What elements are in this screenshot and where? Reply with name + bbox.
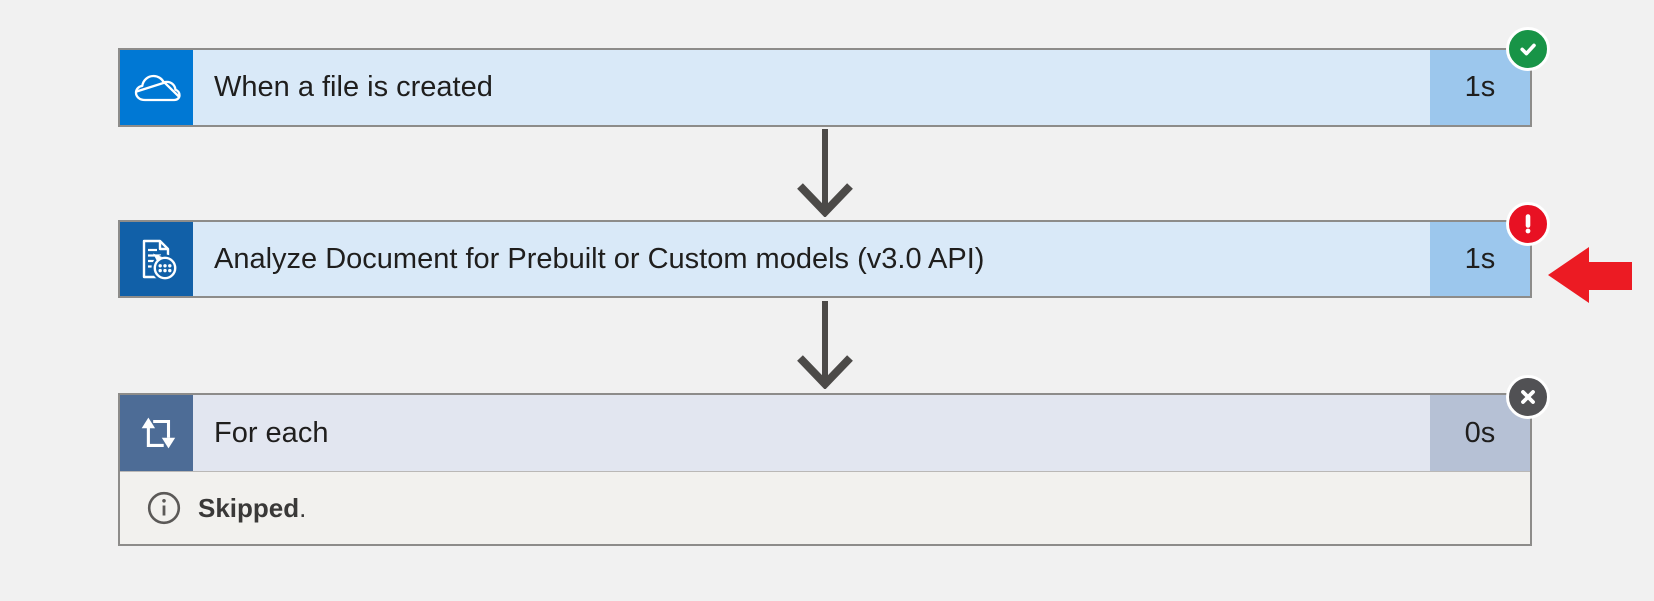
- for-each-header[interactable]: For each 0s: [120, 395, 1530, 471]
- step-title: When a file is created: [214, 71, 493, 103]
- red-annotation-arrow: [1548, 247, 1632, 303]
- form-recognizer-tile: [120, 222, 193, 296]
- step-card-for-each[interactable]: For each 0s Skipped.: [118, 393, 1532, 546]
- x-icon: [1521, 390, 1535, 404]
- success-check-badge: [1506, 27, 1550, 71]
- exclamation-icon: [1525, 214, 1531, 234]
- form-recognizer-document-icon: [142, 239, 178, 282]
- info-icon: [147, 491, 181, 525]
- onedrive-tile: [120, 50, 193, 125]
- for-each-tile: [120, 395, 193, 471]
- check-icon: [1520, 43, 1536, 56]
- step-card-analyze-document[interactable]: Analyze Document for Prebuilt or Custom …: [118, 220, 1532, 298]
- skipped-note: Skipped.: [198, 493, 306, 524]
- step-title: For each: [214, 416, 329, 449]
- skipped-x-badge: [1506, 375, 1550, 419]
- connector-arrow-down: [797, 301, 853, 389]
- step-title: Analyze Document for Prebuilt or Custom …: [214, 242, 985, 275]
- connector-arrow-down: [797, 129, 853, 217]
- for-each-loop-icon: [141, 417, 175, 449]
- onedrive-cloud-icon: [134, 74, 181, 101]
- skipped-label: Skipped: [198, 492, 300, 523]
- skipped-status-strip: Skipped.: [120, 471, 1530, 544]
- step-card-when-a-file-is-created[interactable]: When a file is created 1s: [118, 48, 1532, 127]
- error-exclamation-badge: [1506, 202, 1550, 246]
- skipped-period: .: [299, 492, 307, 523]
